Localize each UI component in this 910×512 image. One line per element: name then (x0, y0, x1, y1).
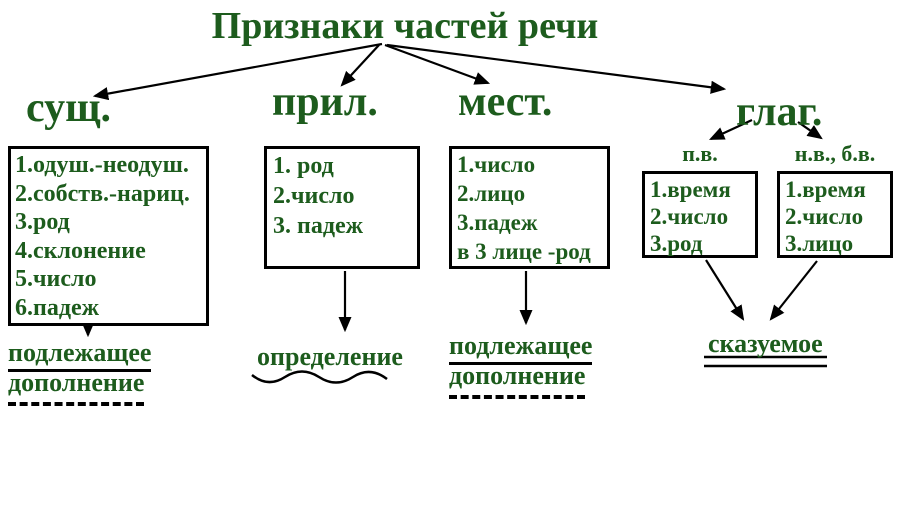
role-label-pronoun-subject: подлежащее (449, 333, 593, 365)
feature-item: 3.род (650, 231, 703, 256)
role-label-noun-object: дополнение (8, 370, 145, 406)
arrow-root-to-adjective (340, 44, 380, 87)
feature-item: 6.падеж (15, 294, 100, 321)
arrow-verb-to-present-future (797, 121, 823, 140)
role-label-verb-predicate: сказуемое (708, 331, 823, 357)
feature-item: 1. род (273, 153, 334, 179)
feature-item: 2.лицо (457, 181, 526, 206)
branch-label-verb: глаг. (736, 89, 823, 135)
feature-box-adjective: 1. род 2.число 3. падеж (264, 146, 420, 269)
role-label-pronoun-object: дополнение (449, 363, 586, 399)
feature-item: 1.одуш.-неодуш. (15, 152, 189, 178)
feature-item: 2.число (273, 183, 355, 209)
arrow-root-to-verb (386, 43, 727, 94)
feature-item: 1.число (457, 152, 536, 177)
role-label-adjective-attribute: определение (257, 344, 403, 370)
feature-item: 3.падеж (457, 210, 538, 235)
feature-item: 5.число (15, 266, 97, 292)
feature-box-pronoun: 1.число 2.лицо 3.падеж в 3 лице -род (449, 146, 610, 269)
feature-item: 2.число (650, 204, 729, 229)
arrow-root-to-pronoun (384, 43, 491, 85)
feature-item: 2.число (785, 204, 864, 229)
role-label-noun-subject: подлежащее (8, 340, 152, 372)
arrow-past-box-to-predicate (705, 259, 745, 321)
branch-label-pronoun: мест. (458, 79, 553, 125)
feature-box-noun: 1.одуш.-неодуш. 2.собств.-нариц. 3.род 4… (8, 146, 209, 326)
role-text-underlined: дополнение (8, 370, 145, 406)
role-text: определение (257, 342, 403, 371)
feature-item: 1.время (650, 177, 731, 202)
branch-label-noun: сущ. (26, 85, 112, 131)
feature-item: 3. падеж (273, 213, 364, 239)
role-text-underlined: подлежащее (8, 340, 152, 372)
tense-label-present-future: н.в., б.в. (794, 141, 876, 166)
role-text: сказуемое (708, 329, 823, 358)
feature-item: 1.время (785, 177, 866, 202)
arrow-root-to-noun (92, 42, 383, 101)
wavy-underline-attribute (251, 370, 388, 384)
feature-item: 2.собств.-нариц. (15, 180, 190, 207)
tense-label-past: п.в. (682, 141, 718, 166)
feature-box-verb-present-future: 1.время 2.число 3.лицо (777, 171, 893, 258)
role-text-underlined: дополнение (449, 363, 586, 399)
feature-item: 3.лицо (785, 231, 854, 256)
feature-item: в 3 лице -род (457, 239, 591, 264)
arrow-verb-to-past (709, 119, 753, 140)
diagram-title: Признаки частей речи (211, 5, 599, 47)
feature-item: 3.род (15, 209, 70, 235)
feature-box-verb-past: 1.время 2.число 3.род (642, 171, 758, 258)
feature-item: 4.склонение (15, 237, 146, 264)
role-text-underlined: подлежащее (449, 333, 593, 365)
arrow-present-future-box-to-predicate (769, 260, 818, 321)
branch-label-adjective: прил. (272, 79, 378, 125)
